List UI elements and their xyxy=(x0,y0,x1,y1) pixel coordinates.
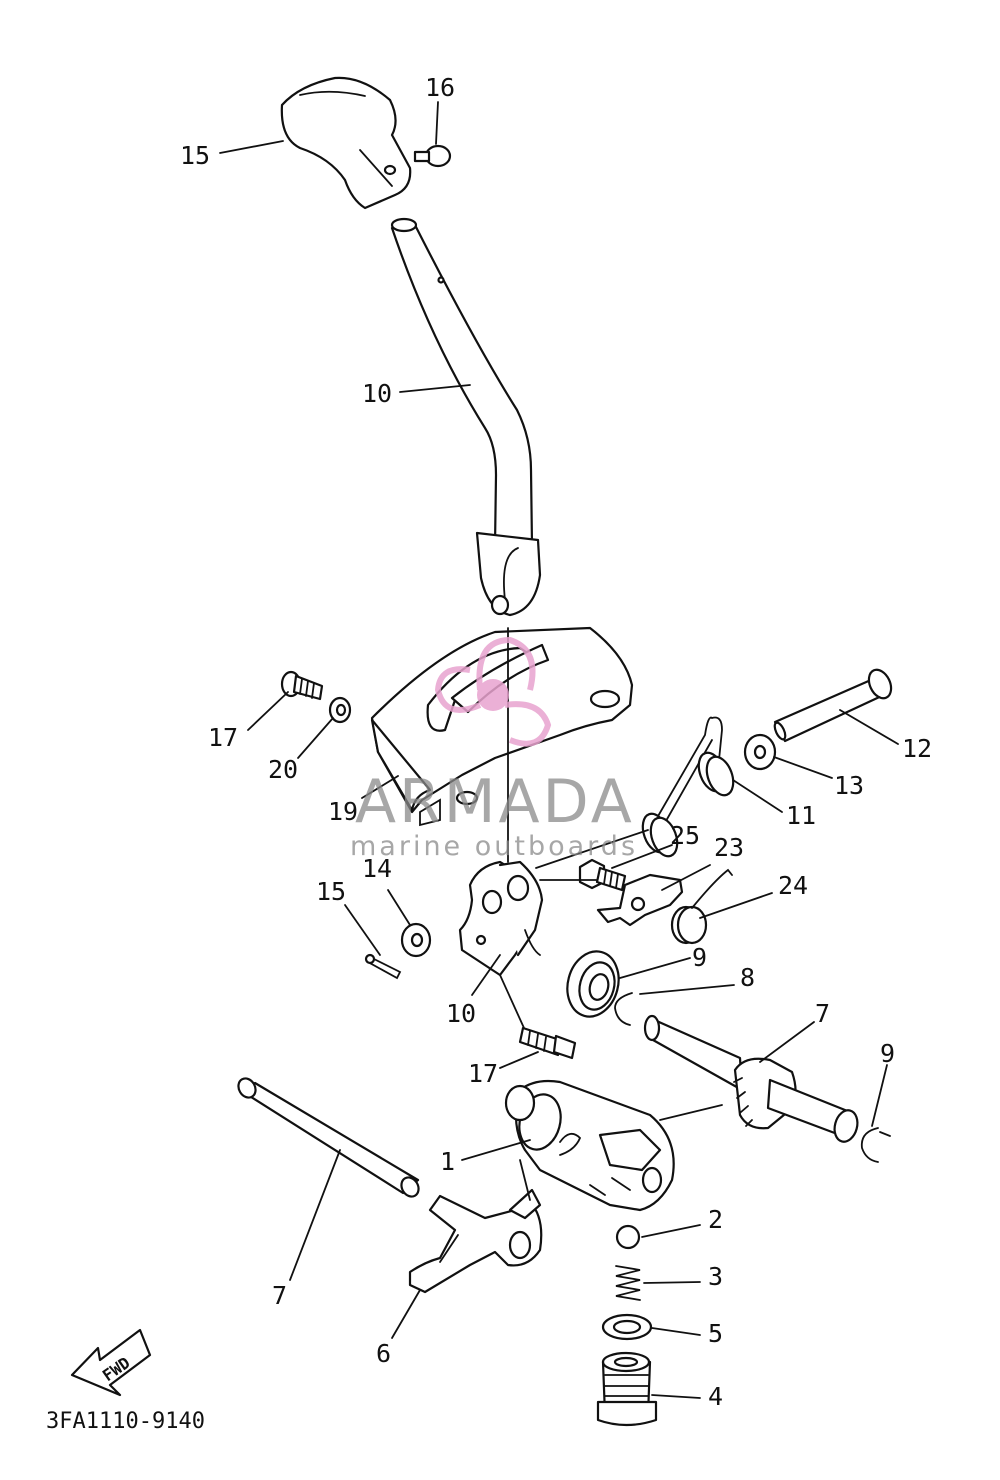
fwd-arrow: FWD xyxy=(70,1328,152,1397)
diagram-code: 3FA1110-9140 xyxy=(46,1409,205,1434)
watermark-brand: ARMADA xyxy=(355,767,635,837)
part-13-torsion-spring xyxy=(641,716,735,858)
part-11-shift-lever xyxy=(390,217,542,617)
callout-2: 2 xyxy=(708,1205,723,1234)
part-18-pin xyxy=(413,144,452,168)
callout-16: 15 xyxy=(316,877,346,906)
callout-20: 17 xyxy=(208,723,238,752)
part-3-spring xyxy=(615,1265,641,1301)
part-24-spring xyxy=(670,868,733,945)
part-16-cotter-pin xyxy=(364,953,402,980)
part-15-washer-lower xyxy=(400,922,432,958)
part-21-shift-guide xyxy=(370,626,634,827)
watermark-tagline: marine outboards xyxy=(350,831,638,862)
callout-13: 11 xyxy=(786,801,816,830)
part-19-bolt xyxy=(518,1026,577,1060)
part-6-shift-fork xyxy=(408,1188,543,1294)
part-12-lever-bracket xyxy=(458,860,544,977)
callout-14: 12 xyxy=(902,734,932,763)
part-15-washer-upper xyxy=(743,733,777,771)
part-1-shift-cam xyxy=(504,1079,675,1212)
part-2-ball xyxy=(615,1224,641,1250)
callout-24: 24 xyxy=(778,871,808,900)
callout-11: 10 xyxy=(362,379,392,408)
callout-19: 17 xyxy=(468,1059,498,1088)
callout-9-right: 9 xyxy=(880,1039,895,1068)
part-9-circlip-right xyxy=(860,1127,891,1163)
part-14-pivot-pin xyxy=(773,668,893,743)
part-8-shift-shaft xyxy=(643,1014,859,1143)
part-5-gasket xyxy=(601,1313,653,1341)
callout-3: 3 xyxy=(708,1262,723,1291)
callout-21: 19 xyxy=(328,797,358,826)
callout-18: 16 xyxy=(425,73,455,102)
callout-8: 7 xyxy=(815,999,830,1028)
leader-lines xyxy=(219,101,899,1399)
callout-6: 6 xyxy=(376,1339,391,1368)
armada-logo-icon xyxy=(434,636,552,747)
callout-17: 15 xyxy=(180,141,210,170)
callout-12: 10 xyxy=(446,999,476,1028)
callout-5: 5 xyxy=(708,1319,723,1348)
part-17-shift-grip xyxy=(280,76,412,210)
part-23-detent-plate xyxy=(596,873,684,927)
callout-1: 1 xyxy=(440,1147,455,1176)
part-10-oil-seal xyxy=(566,950,620,1018)
part-4-plug xyxy=(596,1351,658,1427)
callout-22: 20 xyxy=(268,755,298,784)
armada-watermark: ARMADA marine outboards xyxy=(350,636,638,862)
callout-9-left: 8 xyxy=(740,963,755,992)
part-9-circlip-left xyxy=(614,992,633,1026)
callout-10: 9 xyxy=(692,943,707,972)
part-20-bolt xyxy=(280,670,324,701)
callout-4: 4 xyxy=(708,1382,723,1411)
callout-labels: 15 16 10 17 20 19 12 13 11 25 23 24 9 8 … xyxy=(180,73,932,1411)
callout-7: 7 xyxy=(272,1281,287,1310)
callout-23: 23 xyxy=(714,833,744,862)
callout-25: 25 xyxy=(670,821,700,850)
part-25-bolt xyxy=(578,858,627,892)
part-22-washer xyxy=(328,696,352,724)
callout-15-upper: 13 xyxy=(834,771,864,800)
callout-15-lower: 14 xyxy=(362,854,392,883)
part-7-guide-bar xyxy=(237,1077,420,1198)
